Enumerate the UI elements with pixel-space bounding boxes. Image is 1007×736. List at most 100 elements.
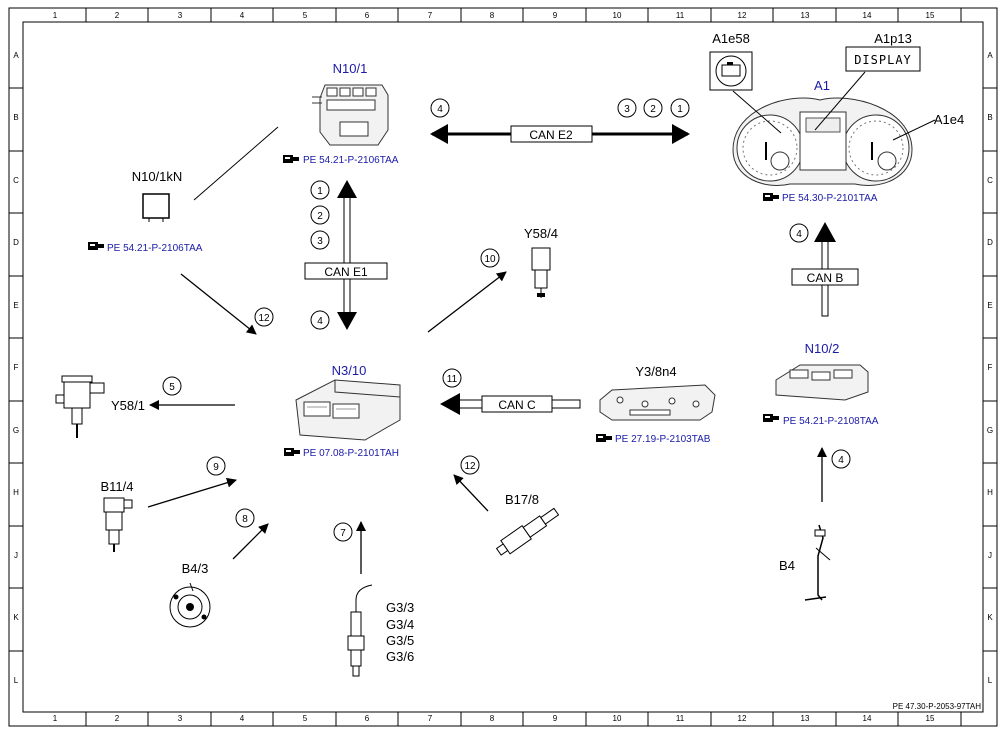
grid-col-label: 15 — [926, 11, 935, 20]
b4-3-to-n3-10-signal: 8 — [232, 508, 269, 560]
signal-number: 1 — [317, 186, 323, 197]
drawing-frame — [8, 7, 998, 727]
n3-10-label: N3/10 — [332, 363, 367, 378]
b4-label: B4 — [779, 558, 795, 573]
n10-1-module-icon — [312, 84, 389, 146]
grid-row-label: B — [987, 113, 992, 122]
grid-row-label: G — [13, 426, 19, 435]
signal-number: 9 — [213, 462, 219, 473]
grid-col-label: 5 — [303, 11, 308, 20]
can-c-label: CAN C — [498, 398, 536, 412]
can-b-label: CAN B — [807, 271, 844, 285]
n3-10-to-y58-4-signal: 10 — [427, 248, 507, 333]
grid-row-label: K — [13, 613, 19, 622]
grid-row-label: A — [13, 51, 19, 60]
signal-number: 11 — [447, 374, 458, 385]
n3-10-control-unit: N3/10 PE 07.08-P-2101TAH — [284, 363, 401, 459]
a1e58-leader — [732, 90, 782, 134]
grid-col-label: 14 — [863, 714, 872, 723]
signal-number: 4 — [838, 455, 844, 466]
a1-ref: PE 54.30-P-2101TAA — [782, 193, 878, 204]
grid-col-label: 9 — [553, 714, 558, 723]
n10-1-ref: PE 54.21-P-2106TAA — [303, 155, 399, 166]
signal-number: 1 — [677, 104, 683, 115]
can-e1-bus: CAN E1 1 2 3 4 — [304, 180, 388, 330]
b4-3-sensor: B4/3 — [169, 561, 211, 628]
display-text: DISPLAY — [854, 53, 912, 67]
grid-row-label: C — [13, 176, 19, 185]
grid-col-label: 2 — [115, 11, 120, 20]
a1e4-leader — [892, 119, 936, 141]
temp-sensor-icon — [103, 497, 133, 552]
grid-row-label: L — [988, 676, 993, 685]
b11-4-label: B11/4 — [100, 479, 133, 494]
grid-col-label: 4 — [240, 11, 245, 20]
g3-label: G3/6 — [386, 649, 414, 664]
y3-8n4-label: Y3/8n4 — [635, 364, 676, 379]
g3-o2-sensors: G3/3 G3/4 G3/5 G3/6 — [347, 584, 414, 677]
grid-row-label: K — [987, 613, 993, 622]
valve-icon — [531, 247, 551, 298]
g3-label: G3/5 — [386, 633, 414, 648]
grid-col-label: 12 — [738, 11, 747, 20]
book-icon — [763, 414, 779, 422]
signal-number: 10 — [484, 254, 496, 265]
b11-4-to-n3-10-signal: 9 — [147, 456, 237, 508]
transmission-plate-icon — [599, 384, 716, 421]
o2-sensor-icon — [347, 584, 373, 677]
g3-label: G3/3 — [386, 600, 414, 615]
n10-1kn-label: N10/1kN — [132, 169, 183, 184]
grid-col-label: 8 — [490, 714, 495, 723]
n10-2-label: N10/2 — [805, 341, 840, 356]
y58-1-label: Y58/1 — [111, 398, 145, 413]
grid-col-label: 7 — [428, 11, 433, 20]
signal-number: 12 — [258, 313, 270, 324]
grid-col-label: 3 — [178, 714, 183, 723]
signal-number: 4 — [437, 104, 443, 115]
signal-number: 3 — [317, 236, 323, 247]
book-icon — [88, 242, 104, 250]
grid-col-label: 6 — [365, 11, 370, 20]
grid-row-label: E — [987, 301, 992, 310]
n10-2-ref: PE 54.21-P-2108TAA — [783, 416, 879, 427]
grid-row-label: F — [988, 363, 993, 372]
n10-2-module-icon — [775, 364, 869, 401]
b4-3-label: B4/3 — [182, 561, 209, 576]
a1p13-label: A1p13 — [874, 31, 912, 46]
fuel-level-sensor-icon — [804, 524, 831, 601]
n10-1-label: N10/1 — [333, 61, 368, 76]
grid-row-label: H — [987, 488, 993, 497]
signal-number: 12 — [464, 461, 476, 472]
a1e58-label: A1e58 — [712, 31, 750, 46]
can-b-bus: CAN B 4 — [789, 222, 859, 317]
n10-1-module: N10/1 PE 54.21-P-2106TAA — [283, 61, 399, 166]
y58-4-label: Y58/4 — [524, 226, 558, 241]
grid-col-label: 15 — [926, 714, 935, 723]
n10-1kn-ref: PE 54.21-P-2106TAA — [107, 243, 203, 254]
book-icon — [283, 155, 299, 163]
a1-instrument-cluster: A1 A1e58 A1p13 A1e4 DISPLAY — [709, 31, 964, 204]
grid-col-label: 5 — [303, 714, 308, 723]
grid-row-label: L — [14, 676, 19, 685]
grid-row-label: C — [987, 176, 993, 185]
intake-temp-sensor-icon — [495, 507, 560, 556]
b17-8-sensor: B17/8 — [495, 492, 560, 556]
signal-number: 2 — [317, 211, 323, 222]
grid-row-label: J — [988, 551, 992, 560]
book-icon — [284, 448, 300, 456]
grid-row-label: E — [13, 301, 18, 310]
grid-col-label: 6 — [365, 714, 370, 723]
signal-number: 4 — [796, 229, 802, 240]
b11-4-sensor: B11/4 — [100, 479, 134, 552]
can-e2-label: CAN E2 — [529, 128, 573, 142]
grid-row-label: A — [987, 51, 993, 60]
n10-2-module: N10/2 PE 54.21-P-2108TAA — [763, 341, 879, 427]
grid-col-label: 1 — [53, 714, 58, 723]
b17-8-to-n3-10-signal: 12 — [453, 455, 489, 512]
a1-label: A1 — [814, 78, 830, 93]
can-c-bus: CAN C 11 — [440, 368, 581, 415]
display-box: DISPLAY — [845, 46, 921, 72]
grid-row-label: D — [13, 238, 19, 247]
signal-number: 8 — [242, 514, 248, 525]
